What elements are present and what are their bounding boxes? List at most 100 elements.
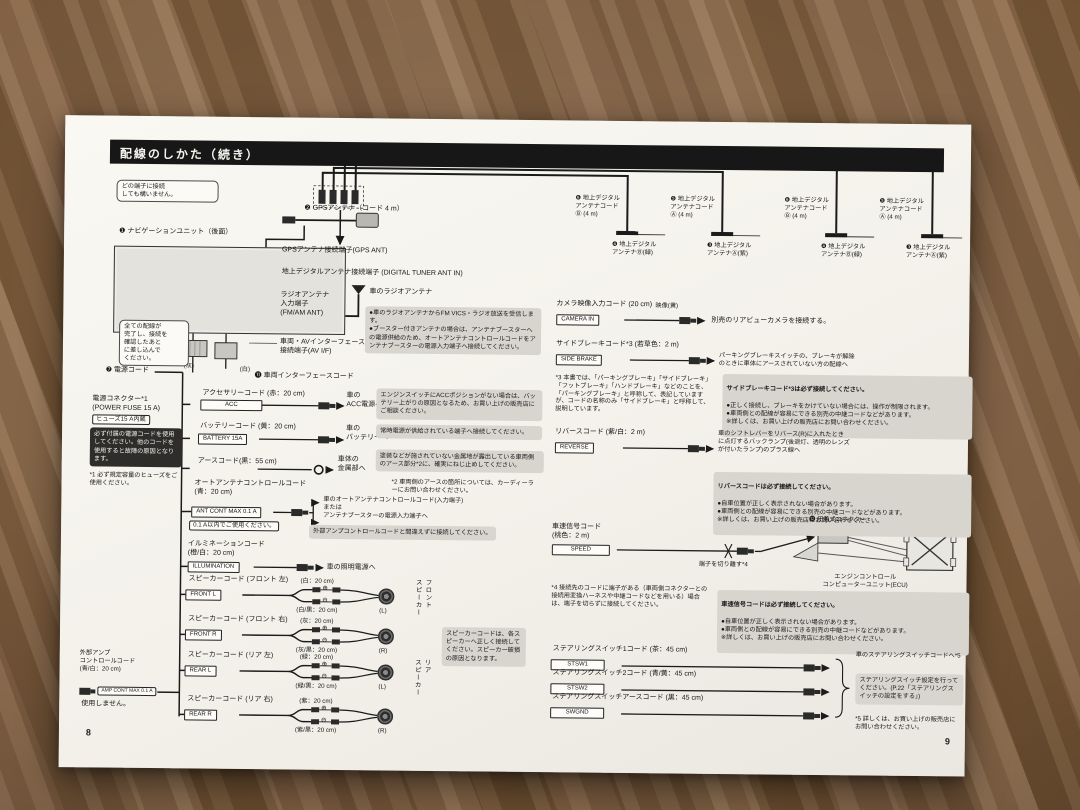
radio-terminal-label: ラジオアンテナ 入力端子 (FM/AM ANT) (280, 291, 330, 317)
wire-color: (緑/黒：20 cm) (295, 682, 337, 690)
speaker-icon (377, 708, 394, 725)
fuse-note: *1 必ず規定容量のヒューズをご使用ください。 (89, 471, 178, 487)
antenna-cord-label: ❻ 地上デジタル アンテナコード Ⓑ (4 m) (575, 194, 620, 218)
cable-dest: 車の照明電源へ (326, 563, 376, 572)
steering-dest: 車のステアリングスイッチコードへ*5 (855, 651, 961, 660)
wire-color: (灰：20 cm) (300, 617, 334, 625)
cable-note: エンジンスイッチにACCポジションがない場合は、バッテリー上がりの原因となるため… (376, 388, 543, 421)
antenna-cord-label: ❺ 地上デジタル アンテナコード Ⓐ (4 m) (670, 195, 715, 219)
manual-page: 配線のしかた（続き） どの端子に接続 しても構いません。 ❶ ナビゲーションユニ… (58, 115, 973, 777)
speaker-tag: FRONT L (185, 589, 221, 601)
cable-name: アクセサリーコード (赤：20 cm) (202, 389, 305, 398)
speaker-cable-name: スピーカーコード (フロント 右) (188, 615, 288, 624)
car-radio-antenna-label: 車のラジオアンテナ (369, 288, 433, 296)
camera-cable-name: カメラ映像入力コード (20 cm) (556, 300, 653, 309)
minus-symbol: ⊖ (321, 636, 328, 644)
minus-symbol: ⊖ (321, 716, 327, 724)
power-plug-hint-bubble: 全ての配線が 完了し、接続を 確認したあと に差し込んで ください。 (118, 319, 190, 367)
wire-color: (紫/黒：20 cm) (294, 726, 337, 734)
side-brake-name: サイドブレーキコード*3 (若草色：2 m) (555, 340, 679, 349)
speaker-icon (377, 664, 394, 681)
speaker-cable-name: スピーカーコード (リア 右) (187, 695, 273, 704)
antenna-element-label: ❹ 地上デジタル アンテナⒷ(緑) (611, 240, 657, 257)
ext-amp-name: 外部アンプ コントロールコード (青/白：20 cm) (79, 649, 136, 673)
wire-color: (紫：20 cm) (299, 697, 333, 705)
speaker-icon (378, 588, 395, 605)
antenna-element-label: ❸ 地上デジタル アンテナⒶ(紫) (905, 243, 951, 260)
rear-speaker-label: リア スピーカー (413, 658, 431, 697)
cable-name: イルミネーションコード (橙/白：20 cm) (187, 540, 265, 557)
white-connector-label: (白) (239, 365, 251, 374)
gps-antenna-label: ❷ GPSアンテナ（コード 4 m） (304, 204, 404, 213)
av-terminal-label: 車両・AVインターフェース 接続端子(AV I/F) (279, 338, 366, 355)
box-body: ●正しく接続し、ブレーキをかけていない場合には、操作が制限されます。 ●車両側と… (726, 401, 934, 427)
page-number-right: 9 (944, 736, 950, 747)
power-fuse-label: (POWER FUSE 15 A) (92, 404, 161, 413)
cut-terminal-label: 端子を切り離す*4 (698, 560, 748, 569)
speaker-cable-name: スピーカーコード (リア 左) (187, 651, 274, 660)
steering-setup-box: ステアリングスイッチ設定を行ってください。(P.22「ステアリングスイッチの設定… (855, 673, 964, 706)
power-cord-label: ❼ 電源コード (105, 366, 149, 374)
ext-amp-tag: AMP CONT MAX 0.1 A (97, 686, 157, 696)
terminal-hint-bubble: どの端子に接続 しても構いません。 (116, 179, 219, 203)
cable-note: 外部アンプコントロールコードと間違えずに接続してください。 (308, 524, 496, 541)
cable-note: 常時電源が供給されている端子へ接続してください。 (376, 424, 543, 441)
box-body: ●自車位置が正しく表示されない場合があります。 ●車両側との配線が容易にできる別… (720, 617, 910, 643)
antenna-cord-label: ❺ 地上デジタル アンテナコード Ⓐ (4 m) (879, 197, 924, 221)
channel-label: (L) (379, 607, 387, 615)
brace (835, 658, 850, 718)
steering-ground-tag: SWGND (550, 707, 605, 719)
side-brake-dest: パーキングブレーキスイッチの、ブレーキが解除 のときに車体にアースされていない方… (718, 351, 855, 369)
cable-tag: ANT CONT MAX 0.1 A (191, 506, 262, 519)
right-plug-icons (679, 317, 821, 720)
box-title: リバースコードは必ず接続してください。 (717, 483, 835, 492)
fuse-builtin-box: ヒューズ15 A内蔵 (92, 414, 150, 426)
speaker-tag: FRONT R (184, 629, 222, 641)
cable-tag: BATTERY 15A (197, 433, 248, 446)
cable-tag: ACC (200, 399, 263, 412)
camera-tag: CAMERA IN (556, 314, 600, 326)
ext-amp-note: 使用しません。 (81, 700, 131, 708)
channel-label: (L) (378, 683, 387, 691)
speed-name: 車速信号コード (桃色：2 m) (551, 523, 602, 540)
camera-dest: 別売のリアビューカメラを接続する。 (711, 316, 831, 326)
channel-label: (R) (378, 647, 388, 655)
cable-note: 塗装などが施されていない金属地が露出している車両側のアース部分*2に、確実にねじ… (375, 449, 544, 474)
ground-note2: *2 車両側のアースの箇所については、カーディーラーにお問い合わせください。 (391, 478, 534, 495)
cable-tag: ILLUMINATION (187, 561, 240, 573)
cable-name: オートアンテナコントロールコード (青：20 cm) (194, 479, 307, 496)
digital-terminal-label: 地上デジタルアンテナ接続端子 (DIGITAL TUNER ANT IN) (281, 268, 463, 278)
nav-unit-label: ❶ ナビゲーションユニット（後面） (119, 227, 233, 236)
cable-name: アースコード(黒：55 cm) (197, 457, 277, 466)
power-connector-name: 電源コネクター*1 (92, 395, 148, 403)
gps-terminal-label: GPSアンテナ接続端子(GPS ANT) (281, 246, 388, 255)
power-cord-warning: 必ず付属の電源コードを使用してください。他のコードを使用すると故障の原因となりま… (89, 427, 183, 468)
cable-dest: 車体の 金属部へ (337, 455, 366, 473)
speed-footnote: *4 接続先のコードに端子がある（車両側コネクターとの接続用変換ハーネスや中継コ… (551, 584, 708, 608)
reverse-dest: 車のシフトレバーをリバース(R)に入れたとき に点灯するバックランプ(後退灯、透… (717, 429, 850, 454)
speed-warning-box: 車速信号コードは必ず接続してください。 ●自車位置が正しく表示されない場合があり… (716, 589, 970, 656)
speaker-warning-note: スピーカーコードは、各スピーカーへ正しく接続してください。スピーカー破損の原因と… (441, 627, 527, 667)
box-title: サイドブレーキコード*3は必ず接続してください。 (726, 385, 869, 394)
ext-amp-plug-icon (79, 687, 96, 695)
antenna-element-label: ❸ 地上デジタル アンテナⒶ(紫) (706, 241, 752, 258)
plus-symbol: ⊕ (321, 624, 328, 632)
camera-wire-label: 映像(黄) (655, 302, 679, 310)
steering-ground-name: ステアリングスイッチアースコード (黒：45 cm) (552, 693, 704, 702)
steering2-name: ステアリングスイッチ2コード (青/黄：45 cm) (552, 669, 697, 678)
front-speaker-label: フロント スピーカー (413, 578, 432, 617)
wire-color: (白：20 cm) (300, 577, 334, 585)
cable-name: バッテリーコード (黄：20 cm) (200, 422, 296, 431)
wire-color: (緑：20 cm) (299, 653, 334, 661)
side-brake-footnote: *3 本書では、「パーキングブレーキ」「サイドブレーキ」「フットブレーキ」「ハン… (555, 374, 712, 413)
plus-symbol: ⊕ (322, 584, 328, 592)
plus-symbol: ⊕ (321, 704, 327, 712)
plus-symbol: ⊕ (321, 660, 328, 668)
speed-tag: SPEED (551, 544, 610, 556)
cable-dest: 車のオートアンテナコントロールコード(入力端子) または アンテナブースターの電… (323, 495, 464, 520)
reverse-warning-box: リバースコードは必ず接続してください。 ●自車位置が正しく表示されない場合があり… (713, 471, 972, 538)
minus-symbol: ⊖ (321, 672, 328, 680)
row-plug-icons (291, 402, 336, 572)
reverse-tag: REVERSE (554, 442, 594, 454)
